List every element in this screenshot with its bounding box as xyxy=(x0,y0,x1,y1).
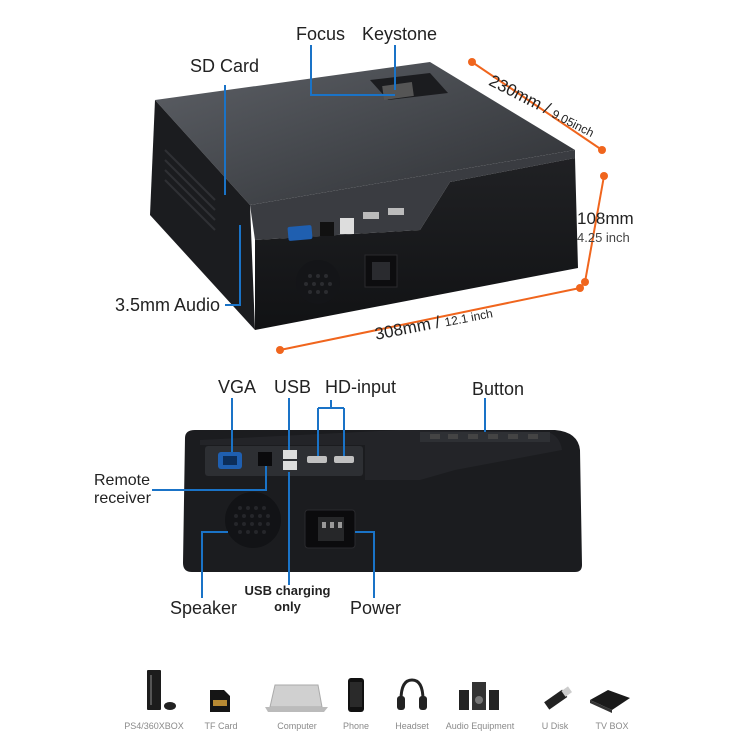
game-console-icon xyxy=(147,670,176,710)
keystone-label: Keystone xyxy=(362,24,438,44)
sd-card-icon xyxy=(210,690,230,712)
laptop-icon xyxy=(265,684,328,712)
usb-charging-line1: USB charging xyxy=(244,583,331,598)
device-label-tf-card: TF Card xyxy=(204,721,238,731)
hd-input-label: HD-input xyxy=(325,377,397,397)
button-label: Button xyxy=(472,379,525,399)
device-label-ps4: PS4/360XBOX xyxy=(124,721,184,731)
audio-label: 3.5mm Audio xyxy=(115,295,221,315)
usb-drive-icon xyxy=(544,686,572,710)
tv-box-icon xyxy=(590,690,630,713)
sd-card-label: SD Card xyxy=(190,56,260,76)
remote-receiver-label: Remote receiver xyxy=(94,472,151,508)
device-label-phone: Phone xyxy=(342,721,370,731)
device-label-headset: Headset xyxy=(395,721,429,731)
usb-charging-label: USB charging only xyxy=(240,583,335,615)
usb-charging-line2: only xyxy=(274,599,301,614)
phone-icon xyxy=(348,678,364,712)
speaker-label: Speaker xyxy=(170,598,238,618)
vga-label: VGA xyxy=(218,377,257,397)
remote-label-line2: receiver xyxy=(94,490,151,507)
headset-icon xyxy=(397,678,427,710)
speakers-icon xyxy=(459,682,499,710)
usb-label: USB xyxy=(274,377,312,397)
height-inch: 4.25 inch xyxy=(577,230,630,245)
device-label-audio-equipment: Audio Equipment xyxy=(445,721,515,731)
device-label-u-disk: U Disk xyxy=(541,721,569,731)
remote-label-line1: Remote xyxy=(94,472,151,489)
projector-front-view xyxy=(152,398,582,598)
height-dimension: 108mm 4.25 inch xyxy=(577,210,634,244)
device-label-computer: Computer xyxy=(277,721,317,731)
power-label: Power xyxy=(350,598,402,618)
device-label-tv-box: TV BOX xyxy=(595,721,629,731)
projector-top-view xyxy=(150,45,608,354)
height-mm: 108mm xyxy=(577,209,634,228)
focus-label: Focus xyxy=(296,24,346,44)
